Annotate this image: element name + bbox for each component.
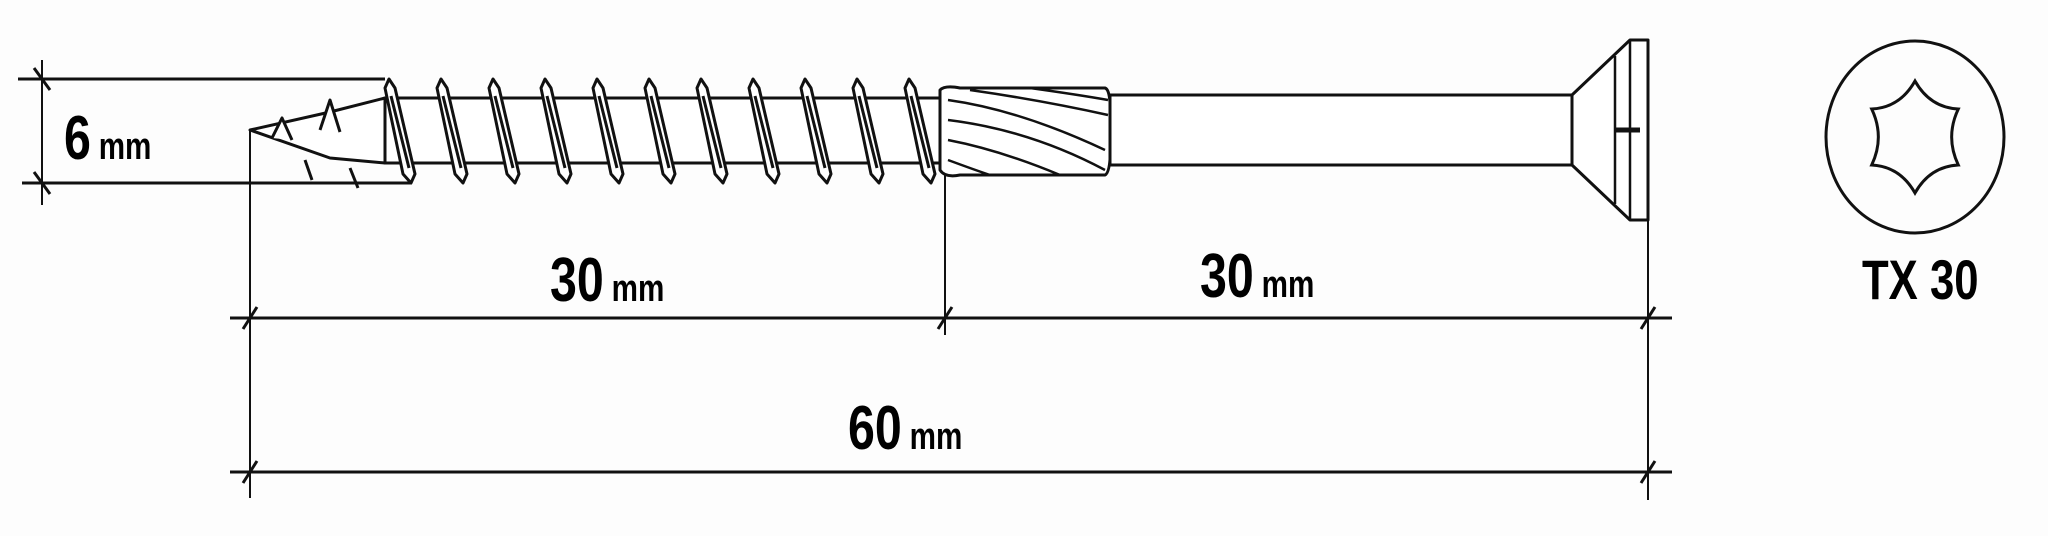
- diameter-unit: mm: [98, 126, 152, 168]
- tick: [32, 171, 52, 195]
- diameter-value: 6: [64, 104, 91, 173]
- thread-flight: [643, 77, 677, 185]
- thread-flight: [383, 77, 417, 185]
- thread-flight: [851, 77, 885, 185]
- thread-flight: [799, 77, 833, 185]
- thread-flight: [435, 77, 469, 185]
- total-length-value: 60: [848, 394, 902, 463]
- thread-flight: [591, 77, 625, 185]
- thread-flight: [903, 77, 937, 185]
- screw-tip: [248, 96, 387, 165]
- thread-flight: [487, 77, 521, 185]
- head-outline: [1824, 39, 2006, 235]
- torx-head-view: [1824, 39, 2006, 235]
- thread-flight: [695, 77, 729, 185]
- threads: [383, 77, 937, 185]
- shank-length-unit: mm: [1261, 264, 1315, 306]
- smooth-shank: [1108, 93, 1574, 167]
- total-length-unit: mm: [909, 416, 963, 458]
- drive-label: TX 30: [1862, 248, 1979, 311]
- shank-length-value: 30: [1200, 242, 1254, 311]
- screw: [248, 38, 1650, 222]
- torx-drive-icon: [1869, 77, 1961, 197]
- knurl-ridges: [947, 86, 1109, 177]
- tip-threads: [270, 98, 360, 189]
- dimension-lines: [18, 60, 1672, 500]
- tick: [32, 67, 52, 91]
- thread-flight: [539, 77, 573, 185]
- thread-length-unit: mm: [611, 268, 665, 310]
- thread-length-value: 30: [550, 246, 604, 315]
- thread-flight: [747, 77, 781, 185]
